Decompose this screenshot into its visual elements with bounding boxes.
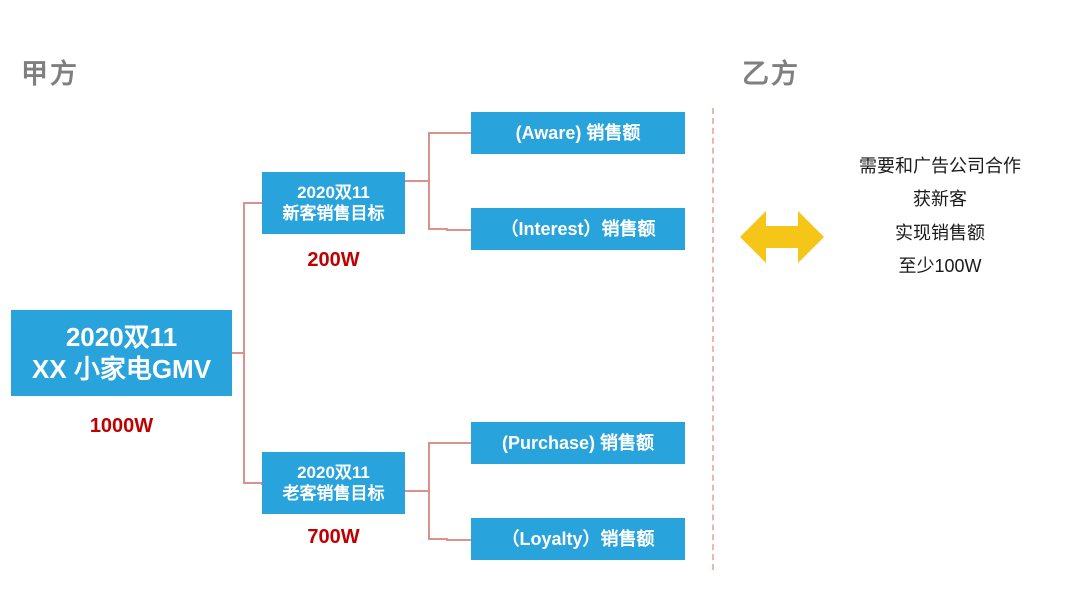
node-new-line1: 2020双11 bbox=[297, 182, 370, 202]
node-leaf-purchase: (Purchase) 销售额 bbox=[471, 422, 685, 464]
connector-old-stub bbox=[405, 490, 429, 492]
party-b-header: 乙方 bbox=[742, 59, 800, 89]
connector-tip-loyalty bbox=[446, 539, 471, 541]
connector-bracket-new-customer bbox=[428, 132, 448, 230]
connector-tip-purchase bbox=[446, 442, 471, 444]
node-old-customer-target: 2020双11 老客销售目标 bbox=[262, 452, 405, 514]
party-b-line-1: 需要和广告公司合作 bbox=[859, 156, 1021, 176]
value-new-customer-target: 200W bbox=[307, 249, 360, 271]
value-root-gmv: 1000W bbox=[89, 415, 154, 437]
party-b-description: 需要和广告公司合作 获新客 实现销售额 至少100W bbox=[830, 150, 1050, 283]
connector-root-stub bbox=[232, 352, 244, 354]
connector-new-stub bbox=[405, 180, 429, 182]
party-b-line-3: 实现销售额 bbox=[895, 222, 985, 243]
double-arrow-icon bbox=[740, 202, 824, 272]
double-arrow-shape bbox=[740, 211, 824, 263]
node-root-gmv: 2020双11 XX 小家电GMV bbox=[11, 310, 232, 396]
value-old-customer-target: 700W bbox=[307, 526, 360, 548]
node-root-line1: 2020双11 bbox=[65, 321, 178, 352]
party-b-line-2: 获新客 bbox=[913, 189, 967, 210]
node-new-line2: 新客销售目标 bbox=[282, 204, 385, 223]
node-root-line2: XX 小家电GMV bbox=[31, 354, 212, 384]
node-new-customer-target: 2020双11 新客销售目标 bbox=[262, 172, 405, 234]
vertical-dashed-divider bbox=[712, 108, 714, 570]
node-leaf-interest: （Interest）销售额 bbox=[471, 208, 685, 250]
node-old-line2: 老客销售目标 bbox=[282, 484, 385, 503]
node-leaf-loyalty: （Loyalty）销售额 bbox=[471, 518, 685, 560]
node-old-line1: 2020双11 bbox=[297, 462, 370, 482]
party-a-header: 甲方 bbox=[21, 59, 79, 89]
party-b-line-4: 至少100W bbox=[898, 255, 982, 276]
connector-tip-interest bbox=[446, 229, 471, 231]
connector-tip-aware bbox=[446, 132, 471, 134]
connector-bracket-root bbox=[243, 202, 263, 484]
connector-bracket-old-customer bbox=[428, 442, 448, 540]
node-leaf-aware: (Aware) 销售额 bbox=[471, 112, 685, 154]
